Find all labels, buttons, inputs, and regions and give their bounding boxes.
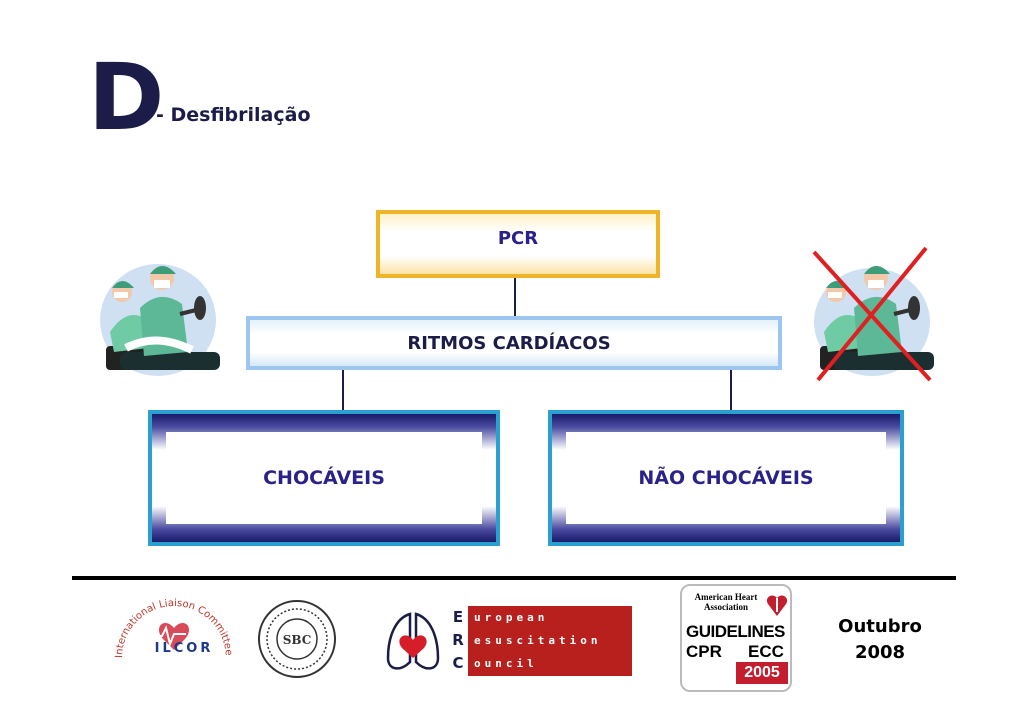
footer-date-month: Outubro [838,616,922,637]
erc-word-european: uropean [474,611,549,624]
ilcor-logo: International Liaison Committee on Resus… [112,588,234,659]
erc-letter-r: R [452,631,464,649]
aha-ecc-text: ECC [748,642,784,661]
footer-date: Outubro 2008 [836,614,924,666]
aha-org-name: American Heart Association [694,592,758,612]
erc-word-council: ouncil [474,657,538,670]
erc-lungs-heart-icon [386,612,440,670]
chocaveis-label: CHOCÁVEIS [263,467,385,489]
connector-middle-left [342,370,344,410]
footer-date-year: 2008 [854,642,906,663]
erc-letter-e: E [452,608,464,626]
erc-letters: E R C [450,606,466,675]
aha-guidelines-logo: American Heart Association GUIDELINES CP… [680,584,792,692]
chocaveis-box: CHOCÁVEIS [148,410,500,546]
ritmos-label: RITMOS CARDÍACOS [407,332,611,354]
nao-word: NÃO [638,467,686,489]
aha-torch-heart-icon [766,595,788,616]
ilcor-acronym: ILCOR [154,641,214,656]
connector-middle-right [730,370,732,410]
nao-chocaveis-label: NÃO CHOCÁVEIS [638,467,813,489]
erc-word-resuscitation: esuscitation [474,634,602,647]
ritmos-box: RITMOS CARDÍACOS [246,316,782,370]
aha-guidelines-text: GUIDELINES [686,622,785,641]
pcr-label: PCR [497,227,539,249]
aha-cpr-text: CPR [686,642,722,661]
title-subtitle: - Desfibrilação [156,104,311,126]
connector-root-middle [514,278,516,316]
pcr-box: PCR [376,210,660,278]
sbc-seal-logo: SBC [258,600,336,678]
aha-year: 2005 [736,662,788,684]
title-letter: D [88,44,164,151]
doctor-defibrillating-illustration [100,264,220,376]
erc-letter-c: C [452,654,464,672]
footer-divider [72,576,956,580]
sbc-acronym: SBC [283,633,312,647]
nao-chocaveis-box: NÃO CHOCÁVEIS [548,410,904,546]
erc-wordmark: uropean esuscitation ouncil [468,606,632,676]
crossed-out-defibrillation-illustration [812,246,934,382]
chocaveis-word: CHOCÁVEIS [685,467,814,489]
